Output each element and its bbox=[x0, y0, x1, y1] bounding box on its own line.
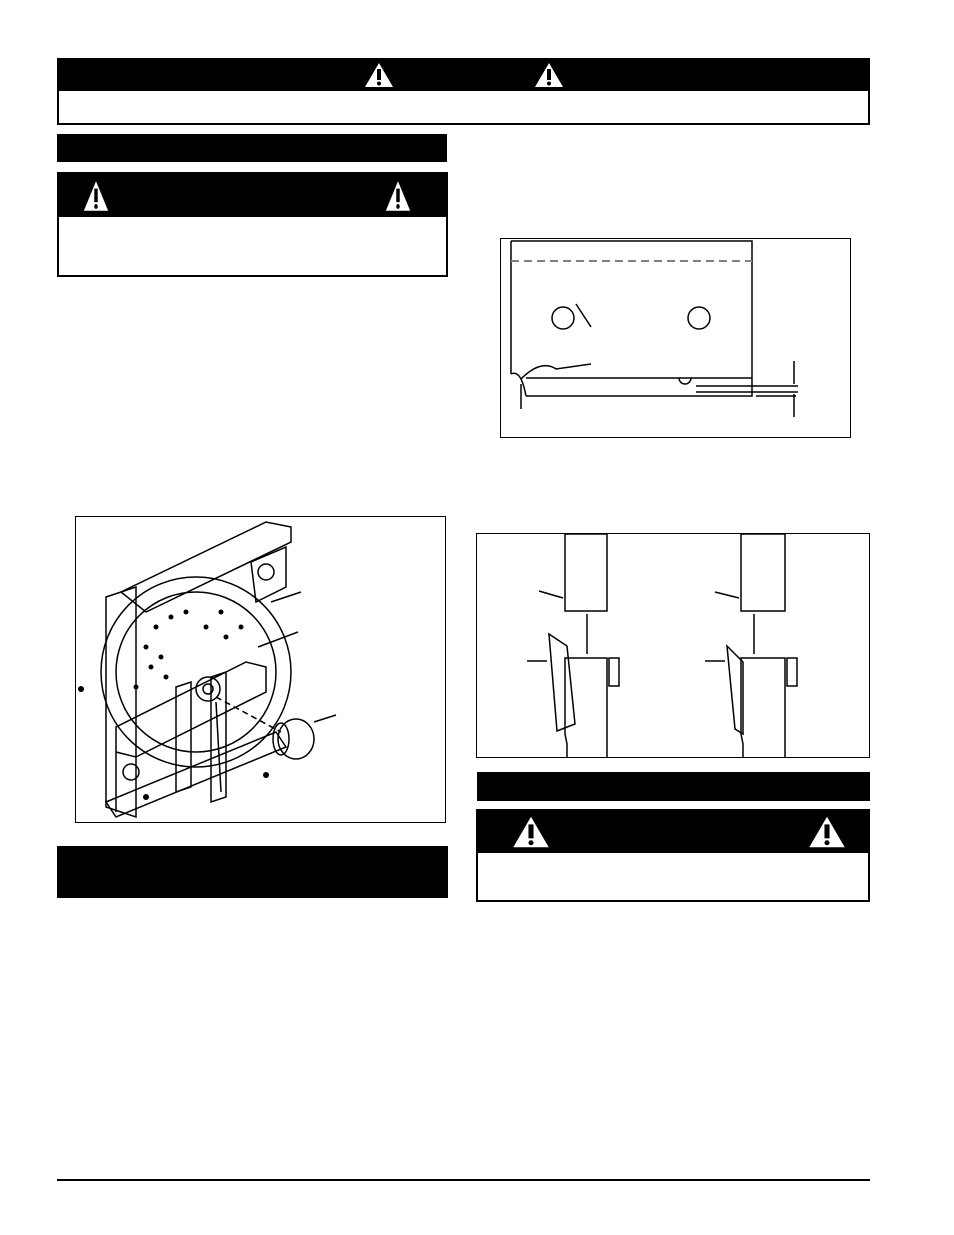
warning-triangle-icon bbox=[809, 816, 845, 848]
warning-triangle-icon bbox=[513, 816, 549, 848]
section-header-bar bbox=[477, 772, 870, 801]
warning-triangle-icon bbox=[385, 181, 411, 211]
warning-triangle-icon bbox=[365, 63, 393, 87]
section-header-bar bbox=[57, 846, 448, 898]
warning-triangle-icon bbox=[83, 181, 109, 211]
top-warning-box bbox=[57, 58, 870, 125]
section-header-bar bbox=[57, 134, 447, 162]
footer-rule bbox=[57, 1179, 870, 1181]
blade-clearance-diagram bbox=[500, 238, 851, 438]
machine-assembly-figure bbox=[75, 516, 446, 823]
warning-box bbox=[476, 809, 870, 902]
warning-triangle-icon bbox=[535, 63, 563, 87]
warning-box bbox=[57, 172, 448, 277]
warning-header bbox=[59, 174, 446, 217]
warning-header bbox=[59, 60, 868, 91]
knife-gap-diagram bbox=[476, 533, 870, 758]
